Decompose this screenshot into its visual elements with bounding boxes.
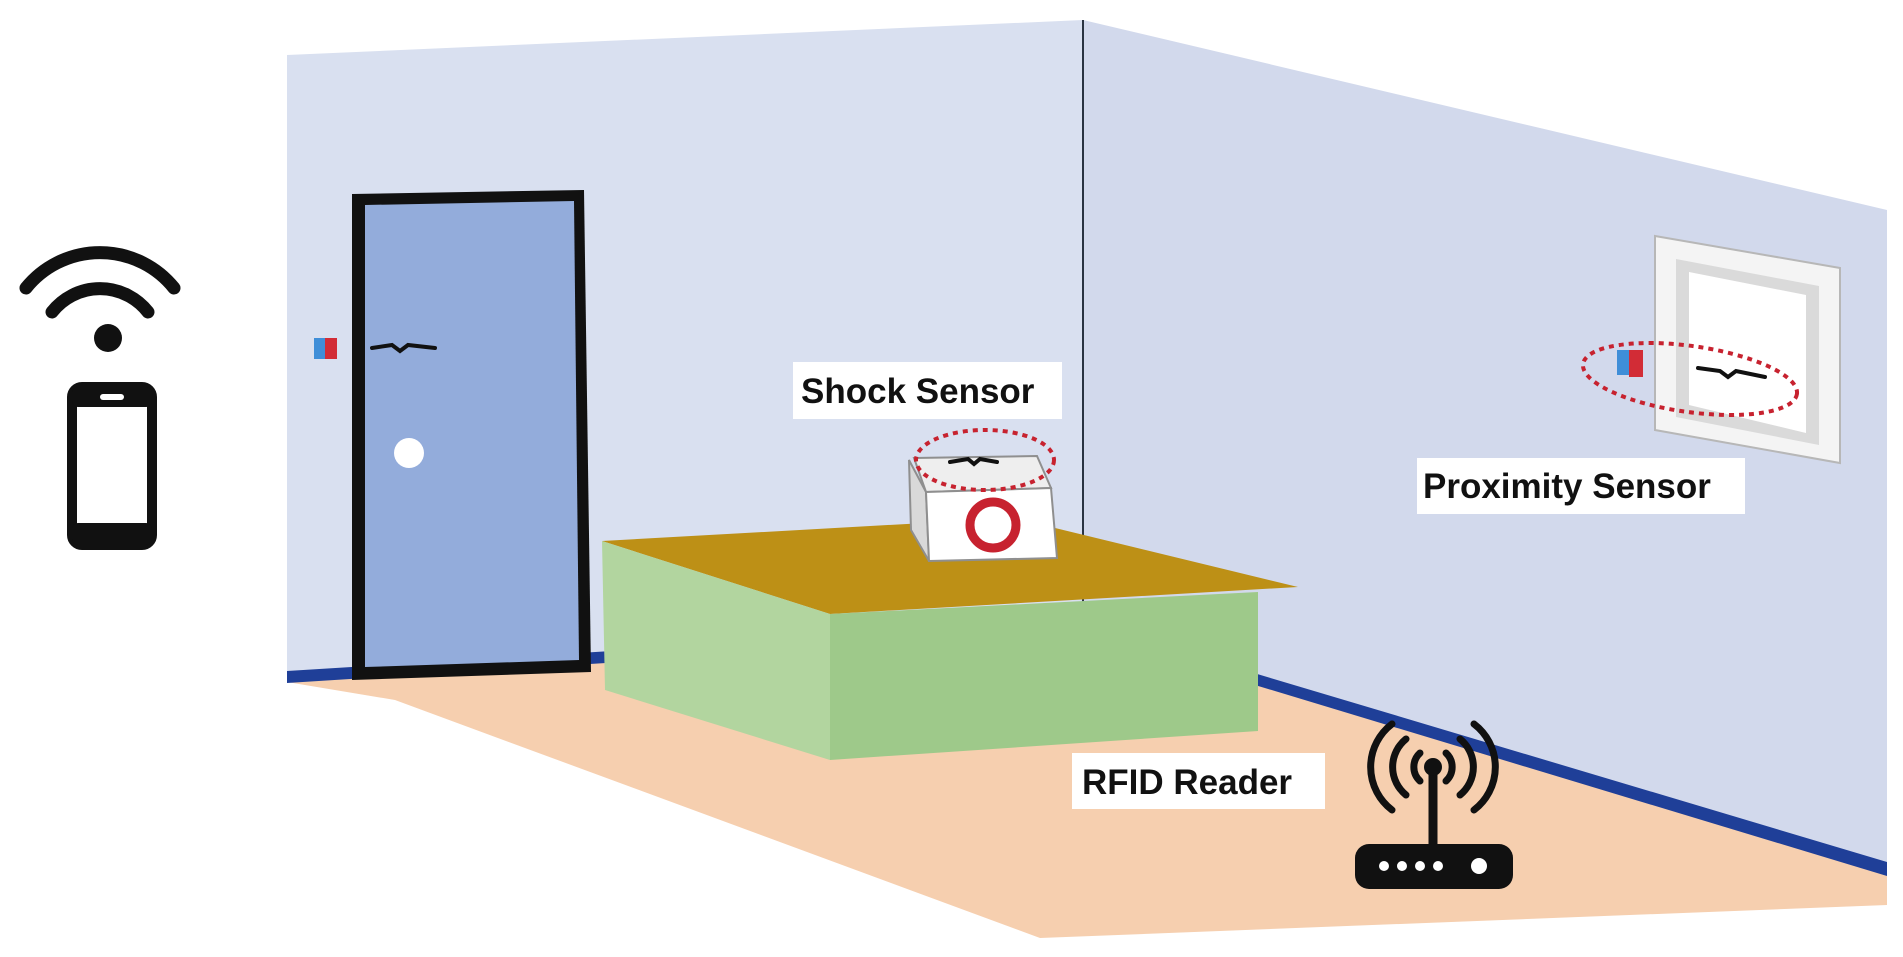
kit-front (924, 486, 1059, 563)
first-aid-cross-ring (965, 497, 1021, 553)
wifi-dot (94, 324, 122, 352)
phone-speaker (100, 394, 124, 400)
proximity-sensor-label: Proximity Sensor (1417, 458, 1745, 514)
wifi-arc-middle (45, 282, 155, 319)
router-leds (1379, 858, 1487, 874)
router-led-4 (1433, 861, 1443, 871)
table-front (830, 592, 1258, 760)
door-sensor-red-magnet (325, 338, 337, 359)
wifi-icon (19, 246, 181, 319)
router-wave-right-mid (1456, 735, 1477, 799)
proximity-sensor-red-magnet (1629, 350, 1643, 377)
phone-bottom-bezel (72, 523, 152, 545)
shock-sensor-label-bg (793, 362, 1062, 419)
table (602, 518, 1298, 760)
rfid-reader-label: RFID Reader (1072, 753, 1325, 809)
door (314, 190, 591, 680)
door-sensor-blue-magnet (314, 338, 325, 359)
shock-sensor-label: Shock Sensor (793, 362, 1062, 419)
router-led-2 (1397, 861, 1407, 871)
rfid-reader-label-text: RFID Reader (1082, 763, 1292, 802)
smartphone-icon (67, 382, 157, 550)
proximity-sensor-label-text: Proximity Sensor (1423, 467, 1711, 506)
router-led-3 (1415, 861, 1425, 871)
phone-body (67, 382, 157, 550)
shock-sensor-label-text: Shock Sensor (801, 372, 1035, 411)
rfid-reader-icon (1367, 720, 1499, 853)
router-wave-right-inner (1442, 749, 1456, 785)
router-led-1 (1379, 861, 1389, 871)
first-aid-kit-icon (908, 454, 1059, 563)
proximity-sensor-blue-magnet (1617, 350, 1629, 375)
router-wave-left-inner (1410, 749, 1424, 785)
right-wall (1083, 20, 1887, 875)
router-antenna-tip (1424, 758, 1442, 776)
table-side (602, 541, 830, 760)
rfid-reader-label-bg (1072, 753, 1325, 809)
wifi-arc-outer (19, 246, 181, 295)
right-baseboard (1083, 622, 1887, 876)
shock-sensor-highlight (914, 428, 1056, 492)
router-led-5 (1471, 858, 1487, 874)
proximity-sensor-label-bg (1417, 458, 1745, 514)
door-sensor-wire (370, 342, 437, 354)
router-wave-right-outer (1470, 720, 1499, 814)
door-panel (365, 201, 579, 667)
router-wave-left-mid (1389, 735, 1410, 799)
window (1617, 234, 1841, 465)
proximity-sensor-wire (1696, 366, 1767, 380)
window-glass (1689, 272, 1806, 433)
proximity-sensor-highlight (1580, 341, 1800, 417)
table-top (602, 518, 1298, 614)
shock-sensor-device (948, 456, 999, 467)
router-wave-left-outer (1367, 720, 1396, 814)
door-knob (394, 438, 424, 468)
